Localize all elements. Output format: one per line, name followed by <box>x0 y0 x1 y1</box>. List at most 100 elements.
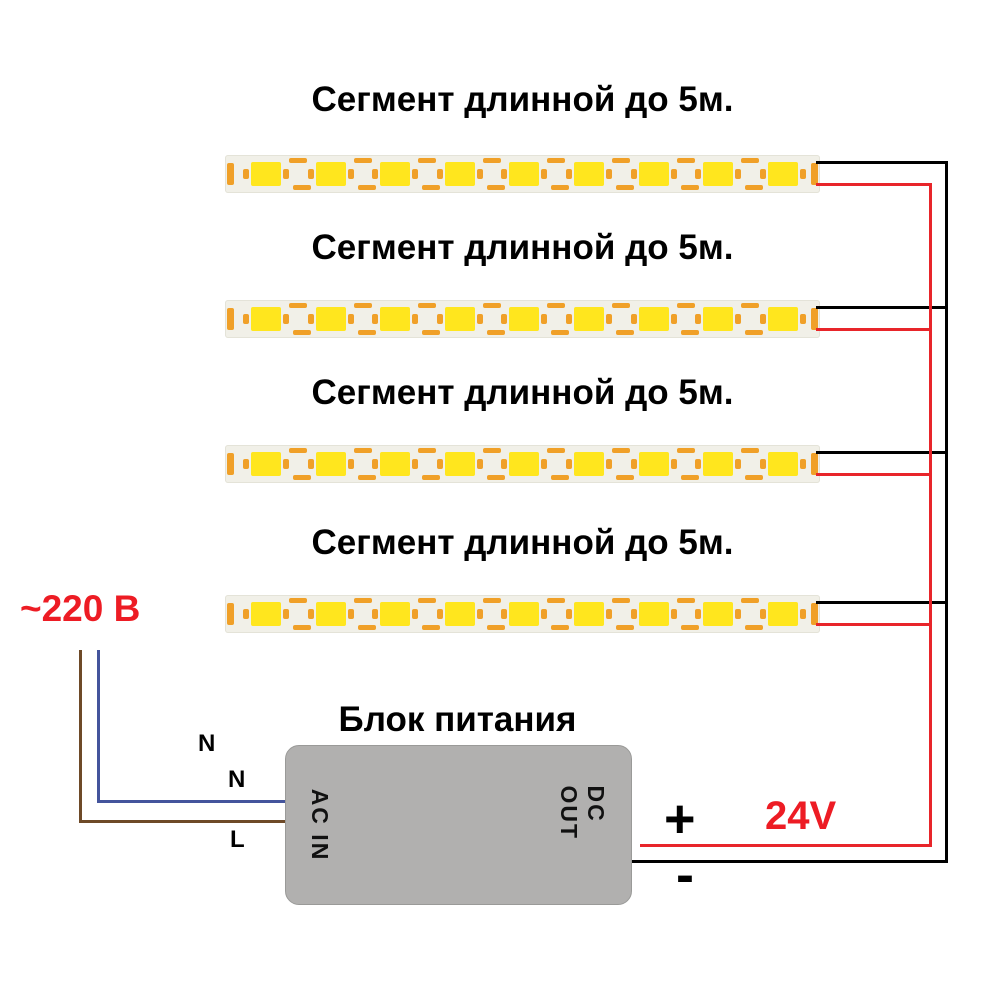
trace-dash <box>422 185 441 190</box>
segment-label: Сегмент длинной до 5м. <box>311 373 734 412</box>
strip-positive-wire <box>816 623 932 626</box>
dc-out-label: DC OUT <box>556 785 609 841</box>
led-contact <box>476 169 483 179</box>
led-chip <box>315 162 346 186</box>
led-strip <box>225 300 820 338</box>
trace-dash <box>353 598 372 603</box>
trace-dash <box>289 158 307 163</box>
led-chip <box>509 452 540 476</box>
minus-sign: - <box>676 845 694 905</box>
trace-dash <box>745 625 764 630</box>
led-chip <box>574 162 604 186</box>
trace-dash <box>486 330 505 335</box>
led-chip <box>444 162 475 186</box>
led-chip <box>509 307 540 331</box>
led-contact <box>501 609 508 619</box>
led-contact <box>283 459 289 469</box>
led-contact <box>436 314 443 324</box>
led-contact <box>695 169 702 179</box>
trace-dash <box>680 185 699 190</box>
led-contact <box>670 314 677 324</box>
led-contact <box>243 314 249 324</box>
led-contact <box>695 609 702 619</box>
end-solder-pad <box>811 453 818 475</box>
trace-dash <box>680 330 699 335</box>
led-contact <box>412 314 419 324</box>
led-contact <box>606 169 612 179</box>
segment-label: Сегмент длинной до 5м. <box>311 228 734 267</box>
led-contact <box>799 314 806 324</box>
led-chip <box>574 452 604 476</box>
led-contact <box>347 609 354 619</box>
led-contact <box>436 459 443 469</box>
led-chip <box>315 307 346 331</box>
trace-dash <box>293 330 311 335</box>
trace-dash <box>551 475 570 480</box>
led-contact <box>606 314 612 324</box>
strip-positive-wire <box>816 328 932 331</box>
trace-dash <box>357 330 376 335</box>
trace-dash <box>741 448 760 453</box>
led-contact <box>372 609 379 619</box>
segment-label: Сегмент длинной до 5м. <box>311 523 734 562</box>
led-contact <box>670 609 677 619</box>
led-chip <box>380 452 411 476</box>
led-contact <box>759 169 766 179</box>
led-contact <box>541 609 548 619</box>
led-contact <box>735 459 742 469</box>
led-contact <box>501 459 508 469</box>
led-chip <box>509 162 540 186</box>
led-contact <box>630 459 637 469</box>
led-contact <box>436 609 443 619</box>
plus-sign: + <box>664 789 696 849</box>
trace-dash <box>293 185 311 190</box>
positive-bus-wire <box>929 183 932 847</box>
neutral-wire-vertical <box>97 650 100 803</box>
led-chip <box>251 452 281 476</box>
trace-dash <box>741 158 760 163</box>
trace-dash <box>616 185 634 190</box>
led-chip <box>251 162 281 186</box>
led-chip <box>638 602 669 626</box>
trace-dash <box>422 625 441 630</box>
trace-dash <box>680 475 699 480</box>
led-chip <box>767 602 798 626</box>
negative-bus-wire <box>945 161 948 863</box>
trace-dash <box>486 185 505 190</box>
dc-positive-wire <box>640 844 932 847</box>
led-contact <box>476 459 483 469</box>
trace-dash <box>676 448 695 453</box>
led-contact <box>670 459 677 469</box>
led-chip <box>703 162 734 186</box>
end-solder-pad <box>227 308 234 330</box>
ac-in-label: AC IN <box>307 788 333 862</box>
power-supply-title: Блок питания <box>338 700 577 739</box>
led-chip <box>380 602 411 626</box>
led-contact <box>307 314 314 324</box>
led-contact <box>759 459 766 469</box>
strip-negative-wire <box>816 451 948 454</box>
led-contact <box>283 609 289 619</box>
trace-dash <box>551 185 570 190</box>
trace-dash <box>612 598 630 603</box>
strip-negative-wire <box>816 601 948 604</box>
trace-dash <box>357 185 376 190</box>
led-contact <box>412 459 419 469</box>
led-contact <box>501 169 508 179</box>
trace-dash <box>676 303 695 308</box>
trace-dash <box>547 598 566 603</box>
end-solder-pad <box>811 308 818 330</box>
line-wire-horizontal <box>79 820 288 823</box>
trace-dash <box>680 625 699 630</box>
led-contact <box>695 459 702 469</box>
led-strip <box>225 155 820 193</box>
led-contact <box>566 609 572 619</box>
trace-dash <box>357 625 376 630</box>
neutral-label: N <box>198 730 216 757</box>
led-chip <box>509 602 540 626</box>
led-strip <box>225 445 820 483</box>
led-chip <box>638 162 669 186</box>
led-strip <box>225 595 820 633</box>
led-contact <box>799 169 806 179</box>
trace-dash <box>745 185 764 190</box>
